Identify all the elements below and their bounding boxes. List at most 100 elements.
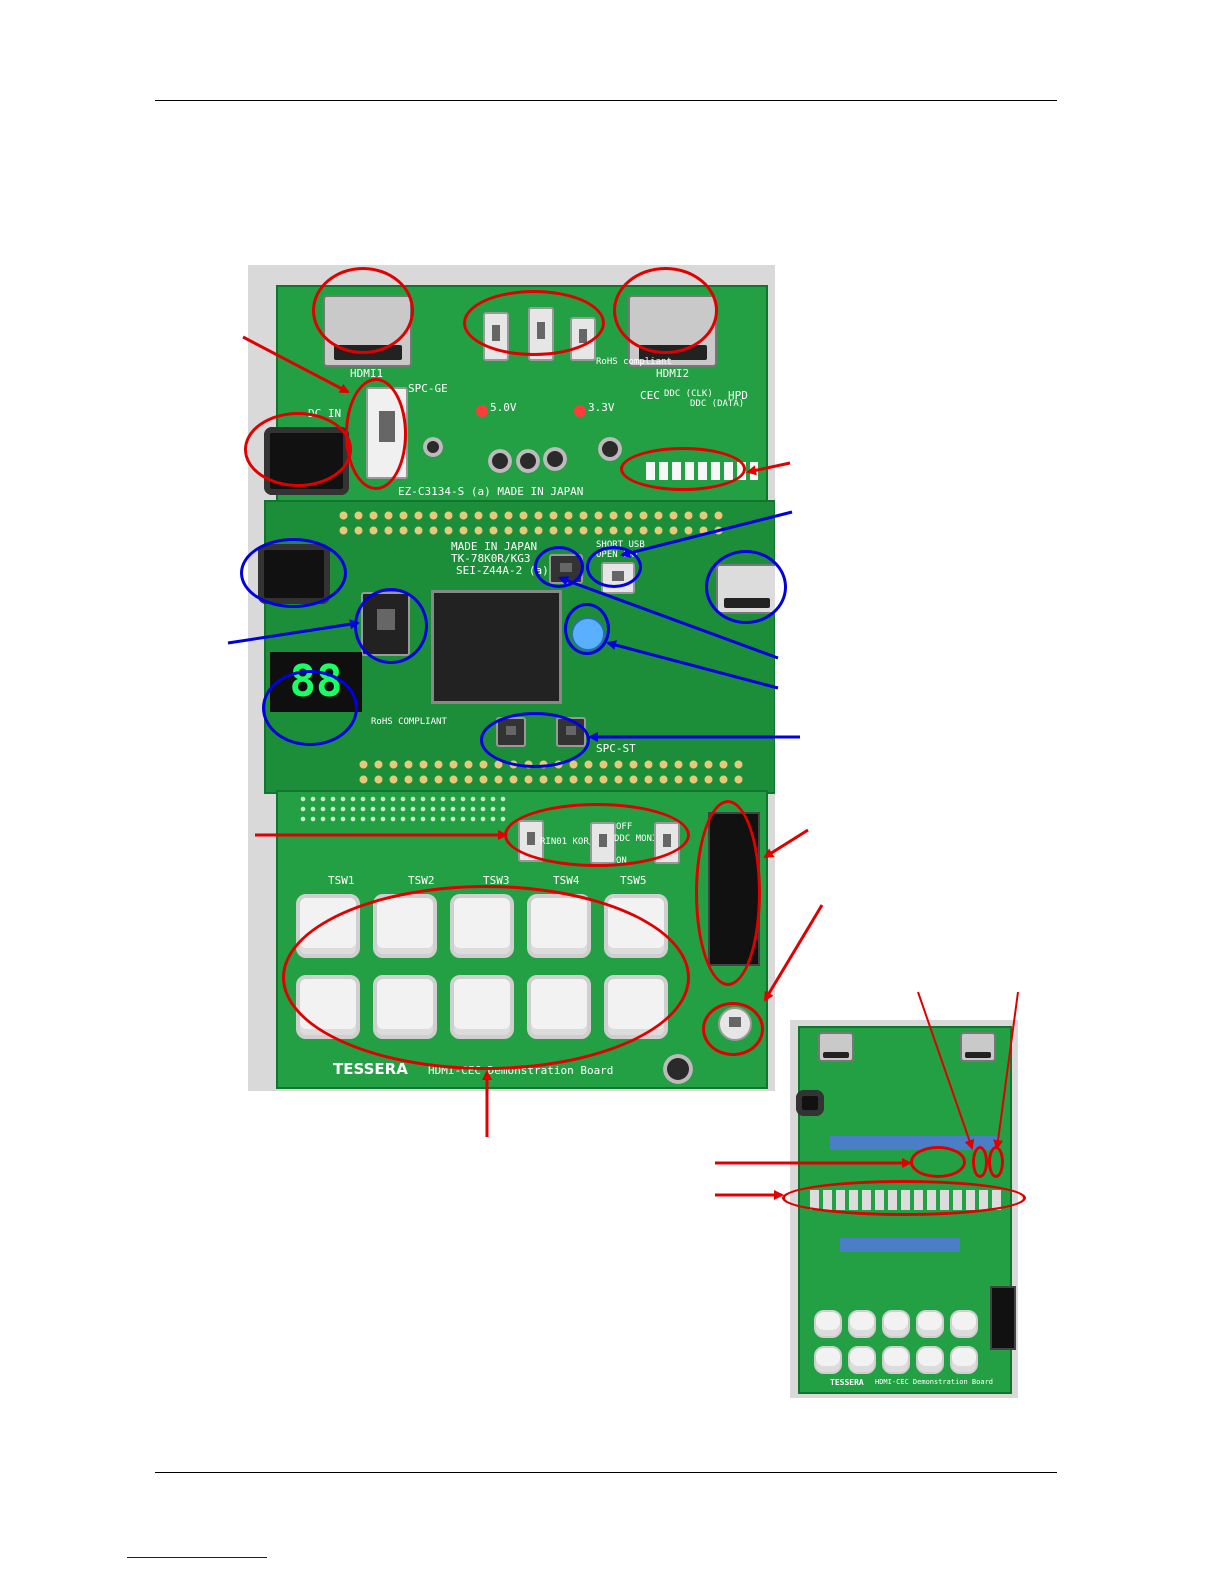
inset-key-1 [814,1310,842,1338]
inset-switch-row [810,1190,1004,1210]
capacitor-5 [598,437,622,461]
inset-board-photo: TESSERA HDMI-CEC Demonstration Board [790,1020,1018,1398]
key-r1c3 [450,894,514,958]
inset-key-2 [848,1310,876,1338]
blue-potentiometer [571,617,605,651]
arrow-led-array [746,461,791,476]
usb-short-label: SHORT USB [596,540,645,550]
inset-hdmi-1 [818,1032,854,1062]
cpu-board-id-label: TK-78K0R/KG3 [451,552,531,565]
spc-st-label: SPC-ST [596,742,636,755]
footer-link-underline [127,1557,267,1558]
inset-pcb: TESSERA HDMI-CEC Demonstration Board [796,1026,1016,1394]
inset-key-6 [814,1346,842,1374]
key-r1c4 [527,894,591,958]
cec-label: CEC [640,389,660,402]
key-r2c4 [527,975,591,1039]
inset-key-3 [882,1310,910,1338]
capacitor-1 [423,437,443,457]
header-rule [155,100,1057,101]
dip-switch [361,592,410,656]
intp-switch-1 [496,717,526,747]
hdmi-connector-2 [628,295,717,367]
ddc-clk-label: DDC (CLK) [664,389,713,399]
inset-key-9 [916,1346,944,1374]
inset-key-7 [848,1346,876,1374]
led-33v [574,405,586,417]
hdmi1-label: HDMI1 [350,367,384,380]
inset-board-name-label: HDMI-CEC Demonstration Board [875,1378,994,1386]
arrow-potentiometer [606,640,779,690]
v50-label: 5.0V [490,401,517,414]
footer-rule [155,1472,1057,1473]
rin-switch [518,820,544,862]
cpu-board: MADE IN JAPAN TK-78K0R/KG3 SEI-Z44A-2 (a… [258,500,775,794]
key-r1c2 [373,894,437,958]
tsw1-label: TSW1 [328,874,355,887]
inset-dc-jack [796,1090,824,1116]
capacitor-4 [543,447,567,471]
usb-jumper [601,562,635,594]
key-r1c1 [296,894,360,958]
ddc-monitor-switch [590,822,616,864]
arrow-usb-jumper [620,510,793,558]
inset-connector-2 [840,1238,960,1252]
inset-brand-label: TESSERA [830,1378,864,1387]
arrow-inset-jumper-a [917,991,975,1150]
dc-jack [264,427,349,495]
cpu-board-sub-label: SEI-Z44A-2 (a) [456,564,549,577]
tsw3-label: TSW3 [483,874,510,887]
main-board-photo: HDMI1 SPC-GE HDMI2 RoHS compliant CEC DD… [248,265,775,1091]
source-switch-1 [483,312,509,361]
monitor-on-label: ON [616,856,627,866]
microcontroller [431,590,562,704]
made-in-japan-label: MADE IN JAPAN [451,540,538,553]
connector-cn2 [356,757,746,787]
capacitor-2 [488,449,512,473]
spc-label: SPC-GE [408,382,448,395]
arrow-debug-header [763,828,809,859]
capacitor-3 [516,449,540,473]
key-r2c1 [296,975,360,1039]
power-board-id-label: EZ-C3134-S (a) MADE IN JAPAN [398,485,584,498]
inset-key-5 [950,1310,978,1338]
key-r1c5 [604,894,668,958]
inset-key-8 [882,1346,910,1374]
hdmi2-label: HDMI2 [656,367,690,380]
arrow-power-switch [242,335,350,394]
inset-hdmi-2 [960,1032,996,1062]
proto-area [298,794,508,824]
v33-label: 3.3V [588,401,615,414]
connector-cn1 [336,508,726,538]
inset-key-10 [950,1346,978,1374]
key-r2c5 [604,975,668,1039]
monitor-off-label: OFF [616,822,633,832]
key-r2c3 [450,975,514,1039]
led-array [646,462,758,480]
arrow-inset-jumper-b [993,991,1019,1150]
seven-segment-display: 88 [270,652,362,712]
usb-open-label: OPEN EXT [596,550,640,560]
arrow-dip-switch [227,619,360,645]
ddc-data-label: DDC (DATA) [690,399,745,409]
led-5v [476,405,488,417]
intp-switch-2 [556,717,586,747]
rin-label: RIN01 KOR/KG3 [540,837,611,847]
hpd-label: HPD [728,389,748,402]
reset-button [718,1007,752,1041]
rohs2-label: RoHS COMPLIANT [371,717,447,727]
power-switch [366,387,408,479]
monitor-sw-label: DDC MONITER [614,834,674,844]
cpu-dc-jack [258,544,330,604]
inset-key-4 [916,1310,944,1338]
usb-connector [716,564,775,614]
tsw2-label: TSW2 [408,874,435,887]
tsw5-label: TSW5 [620,874,647,887]
arrow-reset-button [763,904,824,1002]
source-switch-2 [528,307,554,361]
rohs-label: RoHS compliant [596,357,672,367]
tsw4-label: TSW4 [553,874,580,887]
arrow-reset-switch [558,576,779,660]
third-slide-switch [654,822,680,864]
